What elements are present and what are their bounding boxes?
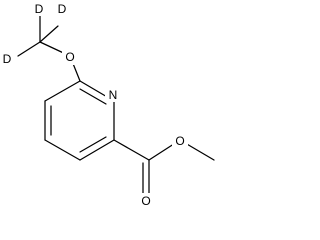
atom-carbonyl-oxygen: O	[141, 194, 150, 208]
atom-ring-nitrogen: N	[109, 88, 118, 102]
bond-cd-left	[17, 41, 41, 57]
mask-ether-oxygen	[62, 49, 78, 65]
bond-ring-carbonyl	[113, 139, 150, 161]
atom-d-top: D	[35, 2, 44, 16]
mask-d-right	[55, 0, 70, 16]
bond-cd-right	[39, 25, 59, 43]
mask-d-top	[31, 0, 46, 16]
mask-ring-nitrogen	[105, 86, 121, 102]
bond-ring-c4-c3	[44, 139, 81, 161]
bond-ring-inner-bottom	[79, 136, 107, 153]
bond-ring-c3-c2	[79, 139, 115, 161]
atom-ether-oxygen: O	[65, 50, 74, 64]
bond-ring-c6-c5	[44, 80, 81, 102]
atom-ester-oxygen: O	[175, 134, 184, 148]
atom-d-left: D	[3, 52, 12, 66]
atom-d-right: D	[58, 2, 67, 16]
bond-layer	[17, 15, 215, 195]
molecule-diagram: D D D O N O O	[0, 0, 215, 209]
mask-ester-oxygen	[172, 132, 188, 148]
mask-d-left	[0, 50, 15, 66]
bond-ring-inner-top	[79, 88, 107, 105]
mask-carbonyl-oxygen	[138, 193, 154, 209]
atom-label-layer: D D D O N O O	[3, 2, 185, 208]
label-mask-layer	[0, 0, 188, 209]
